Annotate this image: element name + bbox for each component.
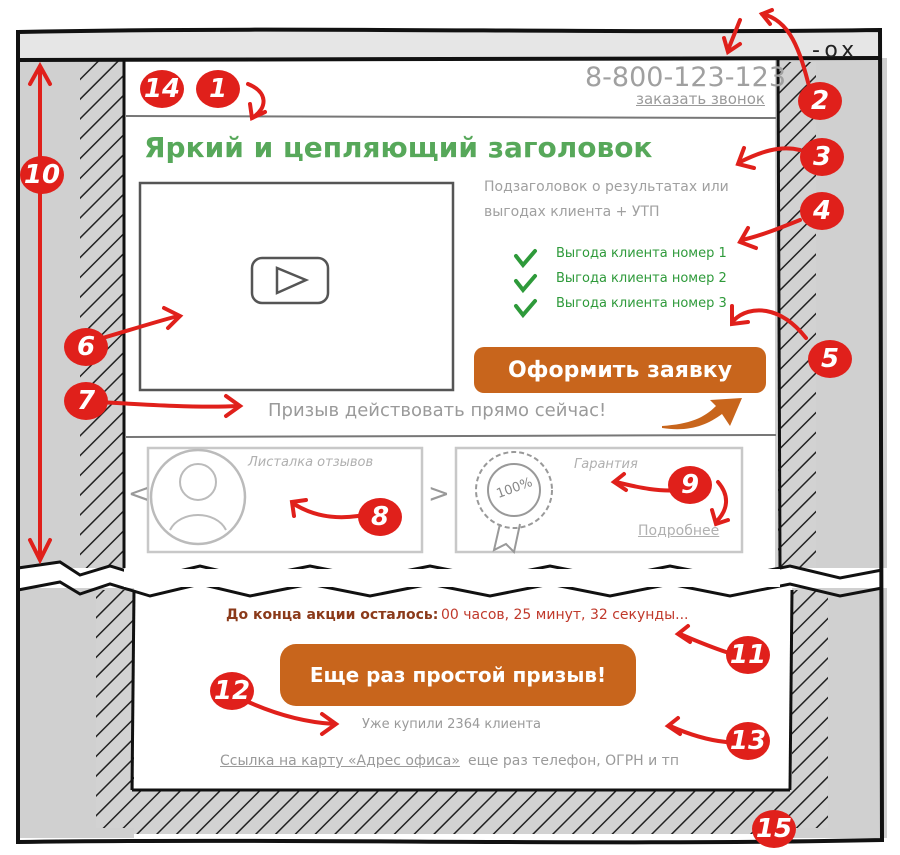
- more-link[interactable]: Подробнее: [638, 523, 720, 539]
- marker-11: 11: [726, 636, 770, 674]
- marker-13: 13: [726, 722, 770, 760]
- marker-1: 1: [196, 70, 240, 108]
- reviews-next-arrow[interactable]: >: [428, 479, 450, 509]
- marker-6: 6: [64, 328, 108, 366]
- window-controls[interactable]: -ox: [812, 38, 859, 63]
- marker-15: 15: [752, 810, 796, 848]
- marker-2: 2: [798, 82, 842, 120]
- page-title: Яркий и цепляющий заголовок: [144, 131, 653, 164]
- second-cta-button[interactable]: Еще раз простой призыв!: [280, 644, 636, 706]
- guarantee-title: Гарантия: [574, 457, 638, 472]
- benefit-item: Выгода клиента номер 3: [556, 296, 727, 311]
- countdown-label: До конца акции осталось:: [226, 607, 439, 623]
- subtitle-line-1: Подзаголовок о результатах или: [484, 179, 729, 195]
- marker-7: 7: [64, 382, 108, 420]
- reviews-prev-arrow[interactable]: <: [128, 479, 150, 509]
- marker-5: 5: [808, 340, 852, 378]
- marker-4: 4: [800, 192, 844, 230]
- countdown-timer: 00 часов, 25 минут, 32 секунды...: [441, 607, 689, 623]
- bought-count: Уже купили 2364 клиента: [362, 717, 542, 732]
- marker-3: 3: [800, 138, 844, 176]
- call-to-action-text: Призыв действовать прямо сейчас!: [268, 400, 607, 421]
- footer-contacts: еще раз телефон, ОГРН и тп: [468, 753, 679, 769]
- marker-8: 8: [358, 498, 402, 536]
- map-link[interactable]: Ссылка на карту «Адрес офиса»: [220, 753, 460, 769]
- marker-9: 9: [668, 466, 712, 504]
- marker-14: 14: [140, 70, 184, 108]
- benefit-item: Выгода клиента номер 1: [556, 246, 727, 261]
- callback-link[interactable]: заказать звонок: [636, 90, 765, 108]
- benefit-item: Выгода клиента номер 2: [556, 271, 727, 286]
- reviews-slider-title: Листалка отзывов: [248, 455, 374, 470]
- order-button[interactable]: Оформить заявку: [474, 347, 766, 393]
- marker-12: 12: [210, 672, 254, 710]
- subtitle-line-2: выгодах клиента + УТП: [484, 204, 660, 220]
- phone-number: 8-800-123-123: [585, 62, 787, 93]
- marker-10: 10: [20, 156, 64, 194]
